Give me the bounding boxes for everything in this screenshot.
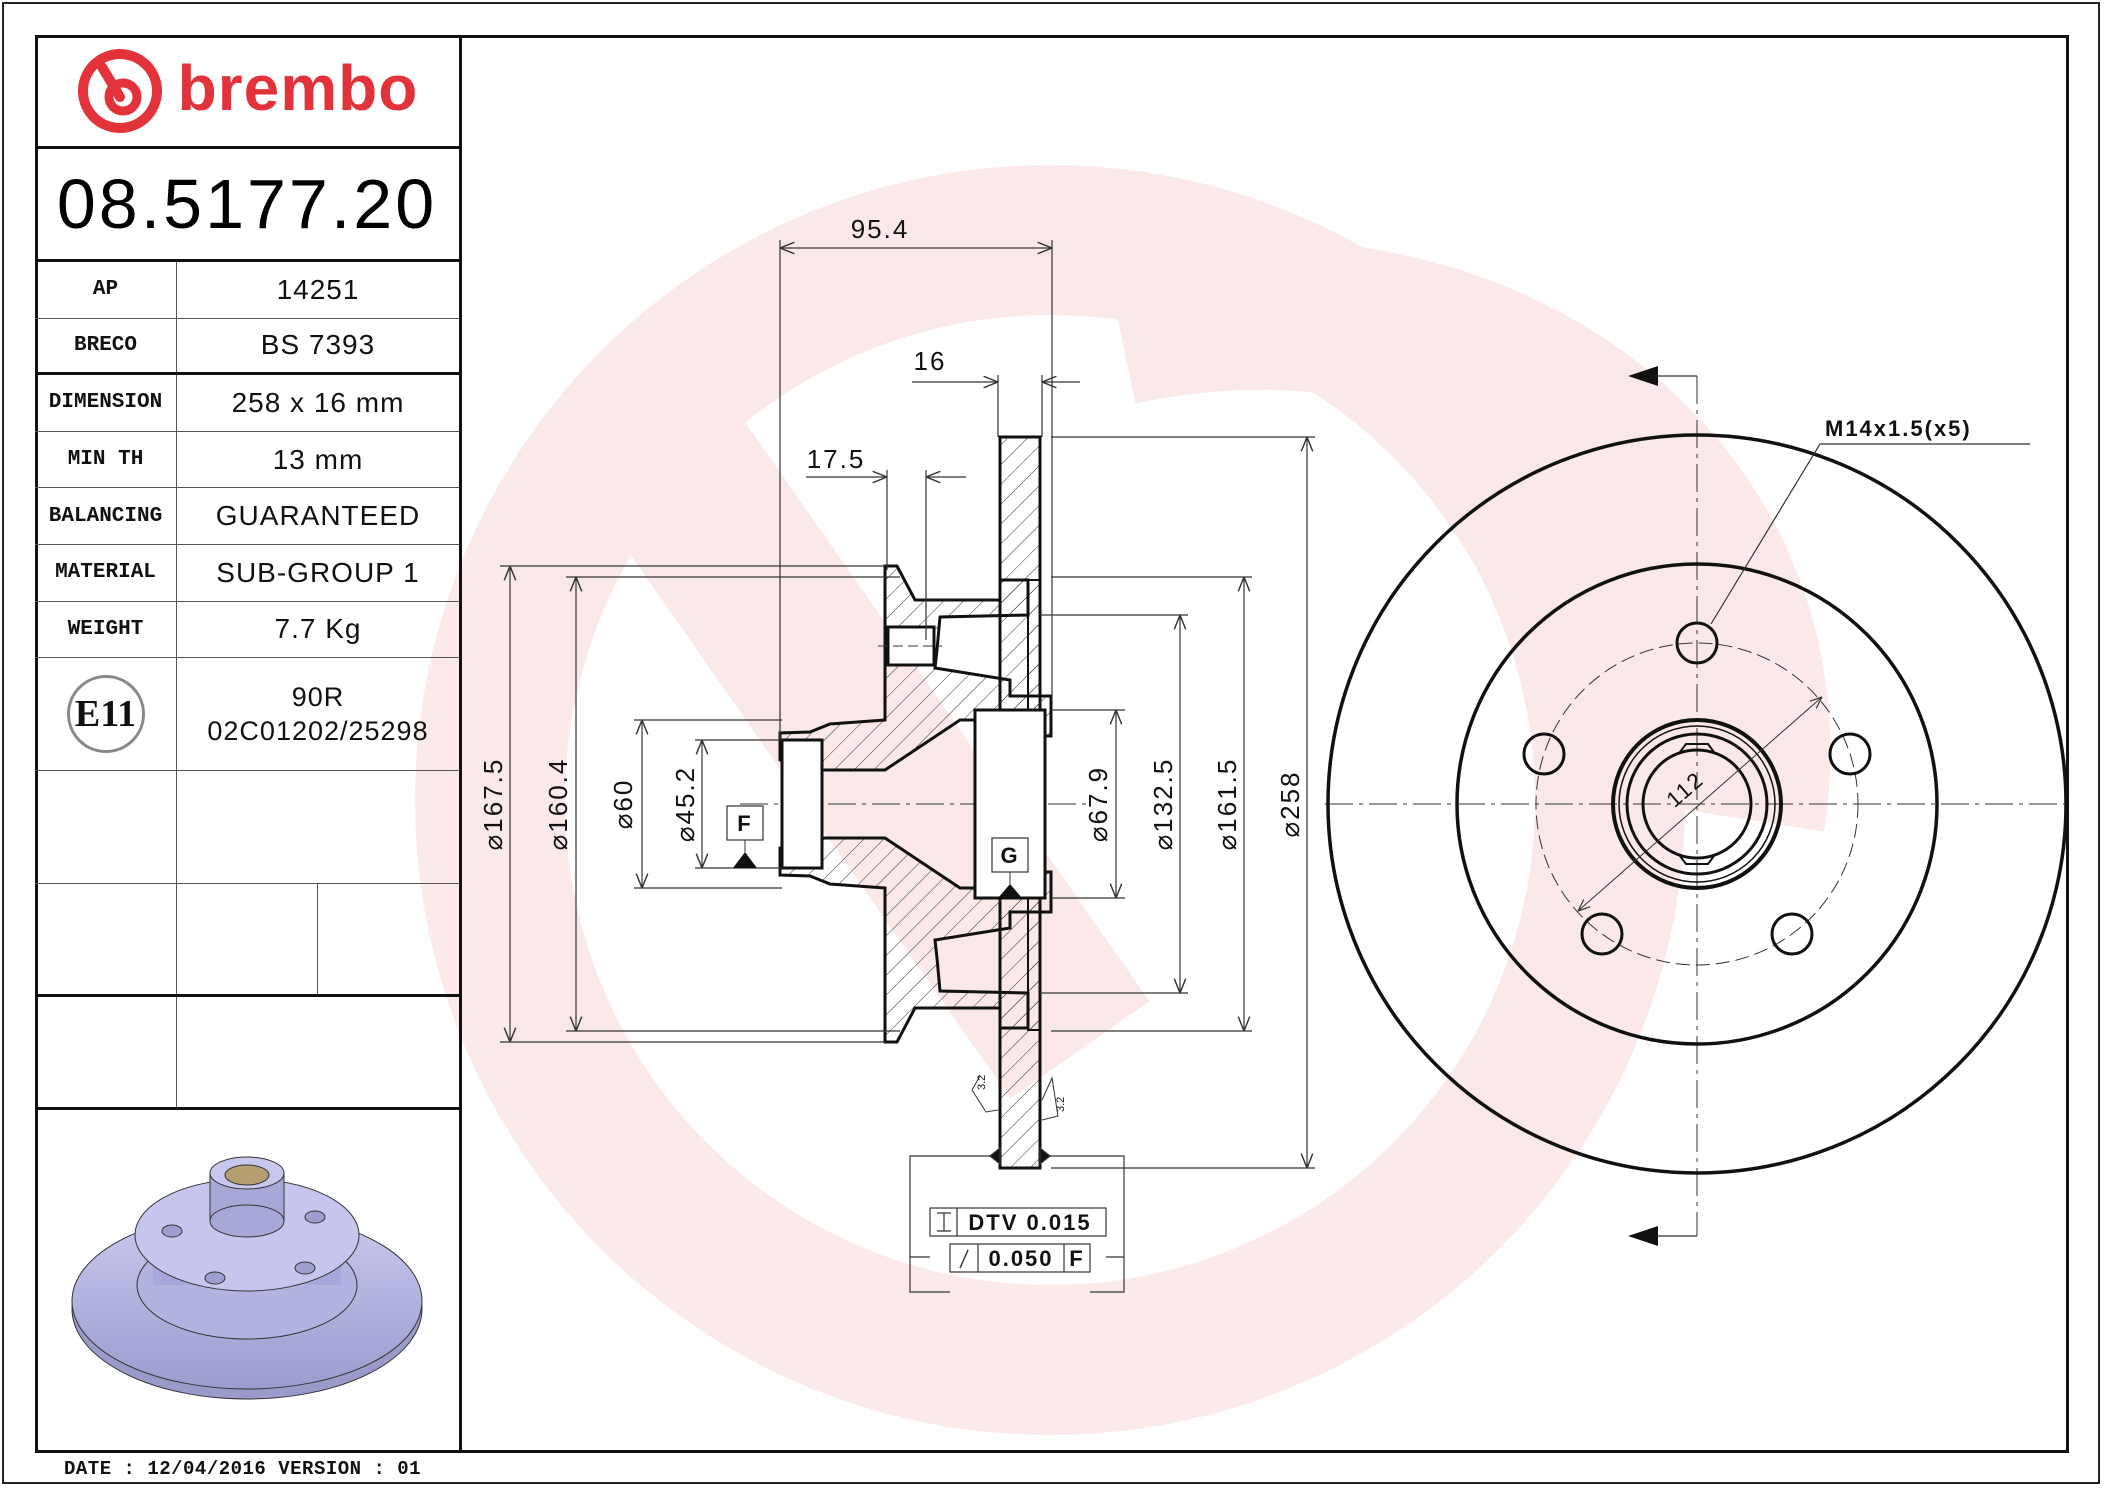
section-arrow-bottom-icon xyxy=(1628,1226,1658,1246)
blank-row-1 xyxy=(35,771,459,885)
e11-approval-badge: E11 xyxy=(66,675,145,754)
spec-value: BS 7393 xyxy=(260,329,376,361)
spec-value: 13 mm xyxy=(272,443,364,475)
brand-name: brembo xyxy=(177,51,419,124)
spec-label: WEIGHT xyxy=(35,601,177,658)
datum-g-label: G xyxy=(1000,843,1019,868)
dim-d132-5: ⌀132.5 xyxy=(1148,758,1178,851)
blank-cell xyxy=(35,884,177,995)
dim-d60: ⌀60 xyxy=(608,779,638,830)
title-block: brembo 08.5177.20 AP 14251 BRECO BS 7393… xyxy=(35,35,462,1453)
brand-logo: brembo xyxy=(35,35,459,149)
spec-row-dimension: DIMENSION 258 x 16 mm xyxy=(35,375,459,432)
certification-badge-cell: E11 xyxy=(35,658,177,771)
tolerance-runout-frame: 0.050 F xyxy=(949,1243,1091,1273)
spec-label: AP xyxy=(35,262,177,318)
product-render xyxy=(35,1113,459,1450)
datum-g-marker: G xyxy=(991,837,1029,898)
datum-f-marker: F xyxy=(726,805,764,868)
dim-d161-5: ⌀161.5 xyxy=(1212,758,1242,851)
approval-number: 02C01202/25298 xyxy=(207,716,429,747)
spec-label: BRECO xyxy=(35,318,177,373)
tolerance-dtv-text: DTV 0.015 xyxy=(968,1210,1091,1235)
blank-cell xyxy=(35,771,177,884)
tolerance-dtv-frame: DTV 0.015 xyxy=(929,1207,1107,1237)
section-view: 95.4 16 17.5 ⌀167.5 ⌀160.4 ⌀60 ⌀45.2 ⌀67… xyxy=(478,214,1315,1293)
blank-row-2 xyxy=(35,884,459,998)
blank-cell xyxy=(35,997,177,1108)
drawing-sheet-frame xyxy=(35,35,2069,1453)
spec-table: AP 14251 BRECO BS 7393 DIMENSION 258 x 1… xyxy=(35,262,459,1111)
spec-row-balancing: BALANCING GUARANTEED xyxy=(35,488,459,545)
brembo-logo-icon xyxy=(77,48,162,133)
date-version: DATE : 12/04/2016 VERSION : 01 xyxy=(64,1458,422,1480)
tolerance-runout-value: 0.050 xyxy=(988,1246,1053,1271)
spec-value: 14251 xyxy=(276,273,360,305)
bolt-holes xyxy=(1522,621,1872,956)
spec-row-weight: WEIGHT 7.7 Kg xyxy=(35,601,459,659)
part-number: 08.5177.20 xyxy=(56,165,438,243)
dim-d258: ⌀258 xyxy=(1275,770,1305,837)
spec-label: BALANCING xyxy=(35,488,177,544)
front-view: 112 M14x1.5(x5) xyxy=(1325,366,2070,1246)
spec-value: 7.7 Kg xyxy=(274,613,362,645)
blank-cell xyxy=(177,884,318,995)
spec-label: MIN TH xyxy=(35,431,177,488)
dim-hub-step: 17.5 xyxy=(807,444,866,474)
certification-row: E11 90R 02C01202/25298 xyxy=(35,658,459,772)
spec-row-breco: BRECO BS 7393 xyxy=(35,318,459,376)
spec-value: GUARANTEED xyxy=(215,500,421,532)
tolerance-runout-datum: F xyxy=(1069,1246,1084,1271)
dim-overall-width: 95.4 xyxy=(851,214,910,244)
roughness-right-value: 3.2 xyxy=(1055,1097,1067,1112)
brake-disc-3d-icon xyxy=(71,1156,423,1400)
spec-value: 258 x 16 mm xyxy=(231,386,405,418)
regulation-number: 90R xyxy=(291,682,345,713)
part-number-cell: 08.5177.20 xyxy=(35,149,459,262)
surface-roughness-right: 3.2 xyxy=(1041,1076,1067,1121)
spec-row-min-th: MIN TH 13 mm xyxy=(35,431,459,489)
spec-label: MATERIAL xyxy=(35,544,177,601)
datum-f-label: F xyxy=(737,811,752,836)
pcd-label: 112 xyxy=(1661,766,1708,812)
dim-d167-5: ⌀167.5 xyxy=(478,758,508,851)
dim-d67-9: ⌀67.9 xyxy=(1083,766,1113,842)
spec-value: SUB-GROUP 1 xyxy=(216,556,420,588)
section-arrow-top-icon xyxy=(1628,366,1658,386)
thread-callout: M14x1.5(x5) xyxy=(1825,416,1972,441)
blank-row-3 xyxy=(35,997,459,1111)
spec-row-ap: AP 14251 xyxy=(35,262,459,319)
dim-d45-2: ⌀45.2 xyxy=(670,766,700,842)
dim-disc-thickness: 16 xyxy=(914,346,947,376)
surface-roughness-left: 3.2 xyxy=(971,1075,999,1113)
certification-value: 90R 02C01202/25298 xyxy=(177,658,459,770)
dim-d160-4: ⌀160.4 xyxy=(543,758,573,851)
spec-row-material: MATERIAL SUB-GROUP 1 xyxy=(35,544,459,602)
runout-arrow-icon xyxy=(959,1249,969,1269)
spec-label: DIMENSION xyxy=(35,375,177,431)
roughness-left-value: 3.2 xyxy=(976,1075,988,1090)
thickness-variation-icon xyxy=(937,1212,951,1232)
